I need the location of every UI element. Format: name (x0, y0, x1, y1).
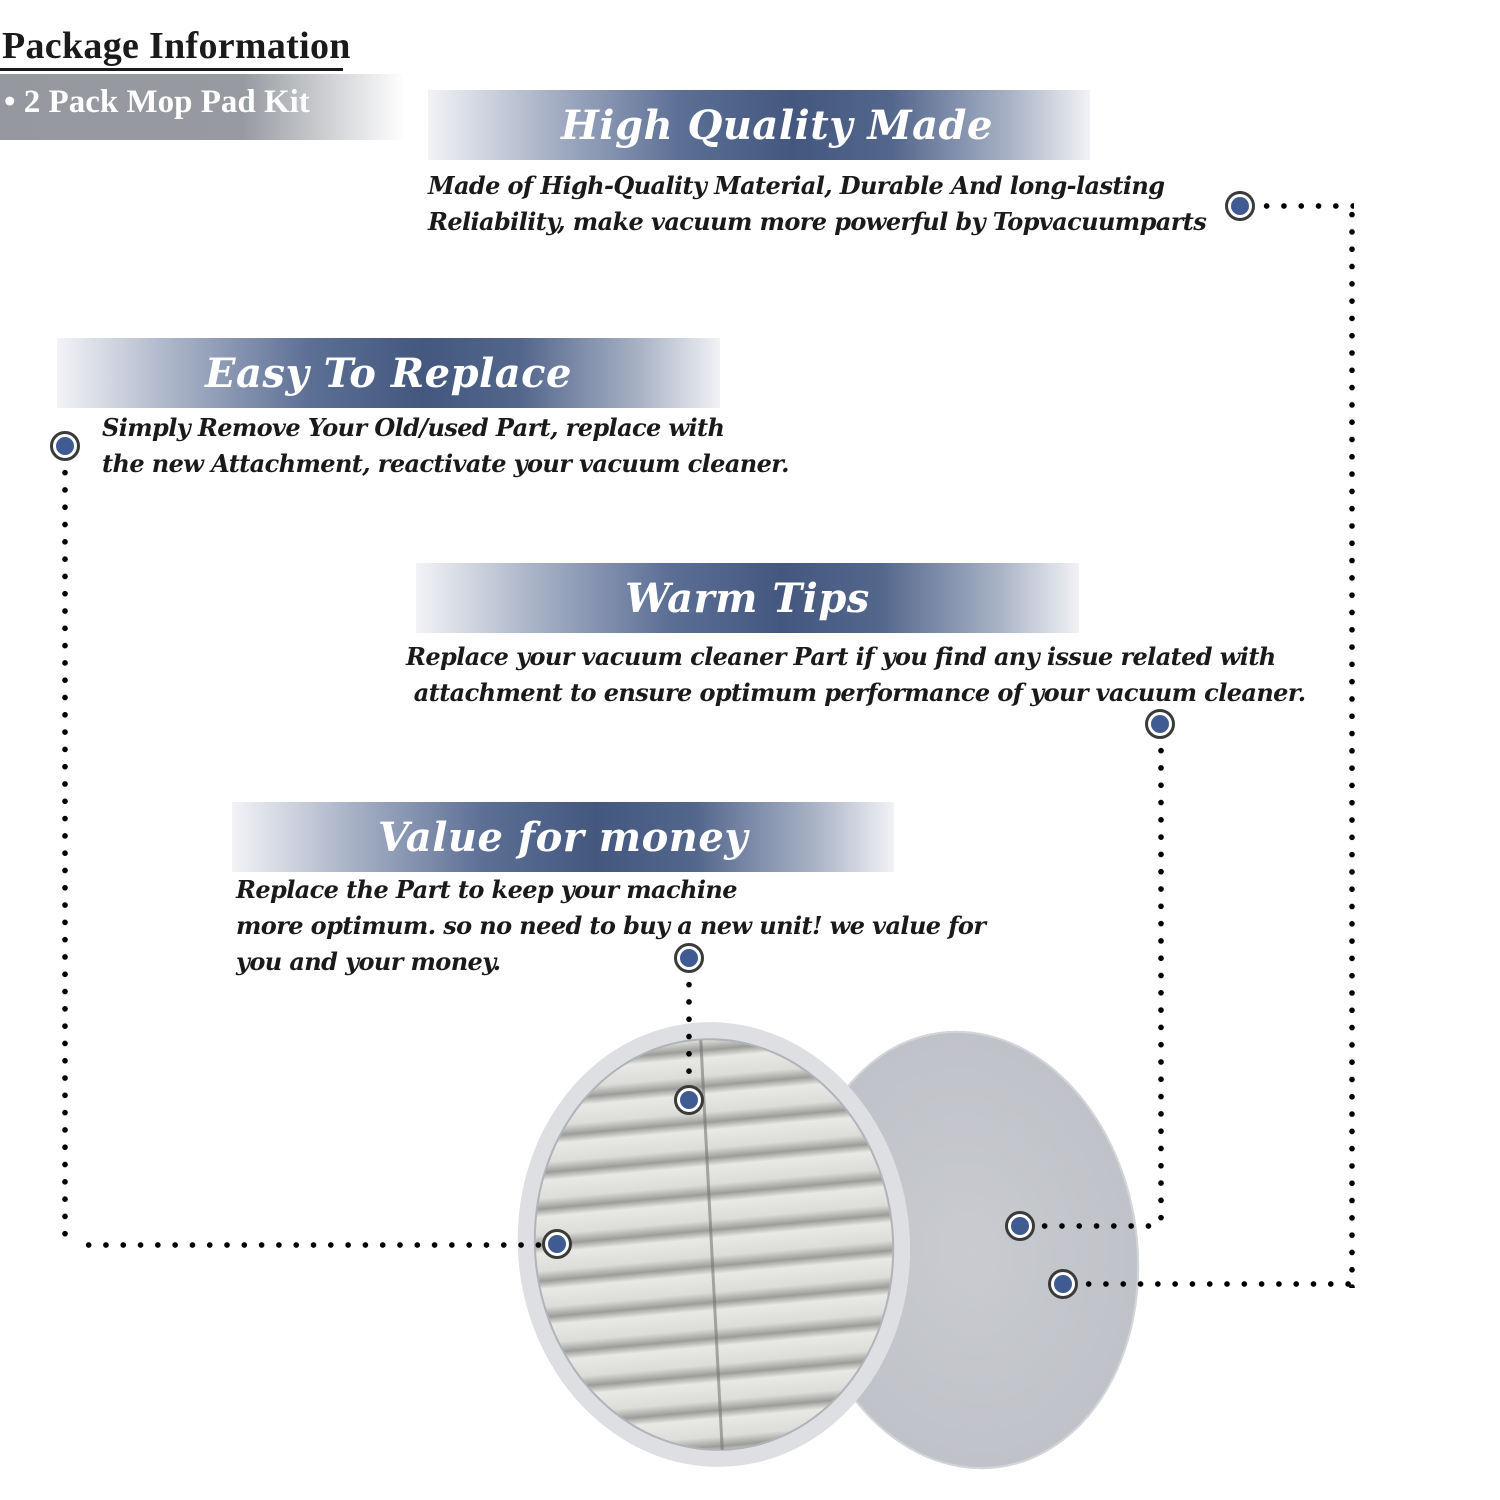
description-line: you and your money. (236, 947, 501, 976)
banner-warm-tips: Warm Tips (416, 563, 1079, 633)
banner-value-for-money: Value for money (232, 802, 894, 872)
connector-dots (80, 1242, 542, 1248)
marker-pad-top-icon (674, 1085, 704, 1115)
feature-description-warm-tips: Replace your vacuum cleaner Part if you … (406, 639, 1306, 711)
description-line: more optimum. so no need to buy a new un… (236, 911, 986, 940)
marker-dot (1054, 1275, 1072, 1293)
feature-description-high-quality: Made of High-Quality Material, Durable A… (428, 168, 1207, 240)
title-underline (0, 68, 343, 71)
connector-dots (1349, 206, 1355, 1288)
description-line: Made of High-Quality Material, Durable A… (428, 171, 1165, 200)
connector-dots (1158, 742, 1164, 1228)
banner-title: Value for money (377, 813, 749, 861)
marker-pad-left-icon (542, 1229, 572, 1259)
connector-dots (1036, 1223, 1162, 1229)
marker-value-icon (674, 943, 704, 973)
banner-title: Easy To Replace (205, 349, 572, 397)
marker-high-quality-icon (1225, 191, 1255, 221)
description-line: Reliability, make vacuum more powerful b… (428, 207, 1207, 236)
description-line: attachment to ensure optimum performance… (406, 678, 1306, 707)
marker-dot (680, 1091, 698, 1109)
marker-pad-right-lower-icon (1048, 1269, 1078, 1299)
package-info-title: Package Information (2, 25, 351, 67)
package-item-bar (0, 74, 405, 140)
marker-easy-replace-icon (50, 431, 80, 461)
marker-warm-tips-icon (1145, 709, 1175, 739)
marker-dot (1231, 197, 1249, 215)
banner-high-quality: High Quality Made (428, 90, 1090, 160)
description-line: Simply Remove Your Old/used Part, replac… (102, 413, 725, 442)
feature-description-easy-to-replace: Simply Remove Your Old/used Part, replac… (102, 410, 790, 482)
banner-title: Warm Tips (625, 574, 870, 622)
marker-dot (56, 437, 74, 455)
banner-easy-to-replace: Easy To Replace (57, 338, 720, 408)
connector-dots (686, 976, 692, 1084)
description-line: the new Attachment, reactivate your vacu… (102, 449, 790, 478)
package-item: • 2 Pack Mop Pad Kit (4, 84, 310, 120)
marker-dot (680, 949, 698, 967)
marker-dot (548, 1235, 566, 1253)
connector-dots (1258, 203, 1354, 209)
marker-pad-right-upper-icon (1005, 1211, 1035, 1241)
description-line: Replace your vacuum cleaner Part if you … (406, 642, 1276, 671)
banner-title: High Quality Made (561, 101, 993, 149)
marker-dot (1151, 715, 1169, 733)
feature-description-value-for-money: Replace the Part to keep your machine mo… (236, 872, 986, 980)
connector-dots (62, 464, 68, 1248)
connector-dots (1080, 1281, 1352, 1287)
description-line: Replace the Part to keep your machine (236, 875, 738, 904)
marker-dot (1011, 1217, 1029, 1235)
